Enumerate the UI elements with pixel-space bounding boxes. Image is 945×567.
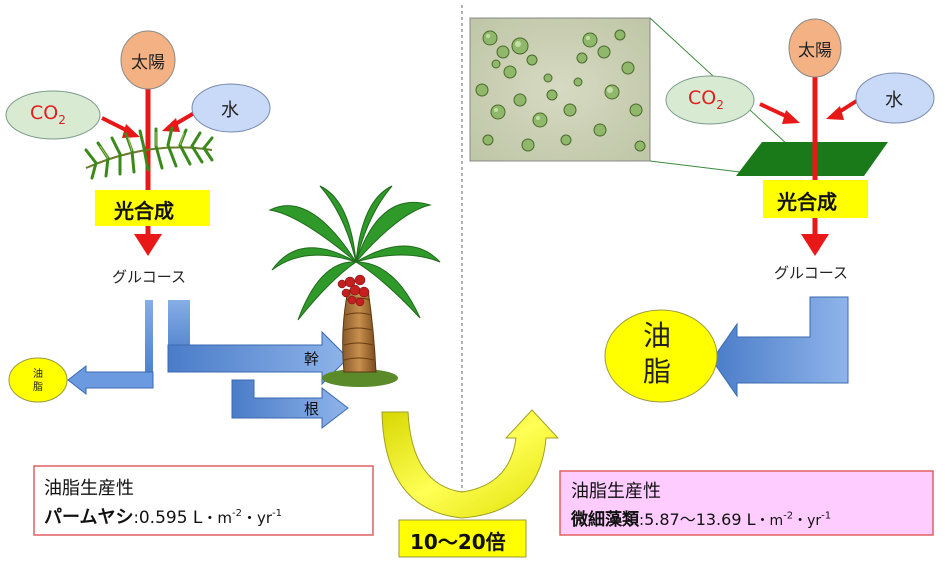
left-productivity-box xyxy=(33,465,374,536)
root-label: 根 xyxy=(304,400,320,418)
right-unit-m-exp: -2 xyxy=(783,510,794,522)
left-sun-label: 太陽 xyxy=(131,53,165,73)
right-oil-circle xyxy=(604,309,718,403)
left-water-ellipse xyxy=(191,83,271,133)
left-productivity-title: 油脂生産性 xyxy=(44,478,134,499)
right-water-label: 水 xyxy=(885,90,903,111)
right-glucose-arrowhead xyxy=(801,234,829,256)
comparison-curve-arrow xyxy=(381,409,560,519)
ratio-label: 10〜20倍 xyxy=(410,530,506,554)
left-oil-circle xyxy=(8,357,68,403)
left-photosynthesis-box xyxy=(95,190,210,226)
ratio-box xyxy=(398,519,527,558)
right-co2-label: CO2 xyxy=(688,87,724,112)
right-species: 微細藻類 xyxy=(571,510,639,530)
right-productivity-box xyxy=(559,470,934,536)
left-co2-ellipse xyxy=(5,90,101,140)
left-water-label: 水 xyxy=(221,100,239,121)
left-sun-circle xyxy=(120,30,176,90)
right-glucose-label: グルコース xyxy=(774,264,848,282)
left-oil-label: 油脂 xyxy=(33,369,43,393)
trunk-label: 幹 xyxy=(304,350,320,368)
right-unit-m: ・m xyxy=(755,513,784,529)
left-co2-label: CO2 xyxy=(30,102,66,127)
left-unit-yr-exp: -1 xyxy=(272,508,283,519)
right-water-ellipse xyxy=(855,72,935,124)
left-unit-m-exp: -2 xyxy=(232,508,243,519)
left-co2-sub: 2 xyxy=(58,112,66,127)
left-value: 0.595 L xyxy=(138,508,203,528)
right-sun-label: 太陽 xyxy=(798,41,832,61)
left-species: パームヤシ xyxy=(44,507,134,528)
left-glucose-arrowhead xyxy=(134,234,162,256)
palm-leaf-icon xyxy=(84,126,214,180)
right-oil-line2: 脂 xyxy=(643,355,672,388)
left-glucose-label: グルコース xyxy=(112,268,186,286)
right-photosynthesis-label: 光合成 xyxy=(777,190,837,214)
left-co2-main: CO xyxy=(30,102,59,124)
microalgae-photo xyxy=(469,17,651,162)
right-sun-circle xyxy=(788,18,842,78)
right-oil-line1: 油 xyxy=(643,319,672,352)
right-unit-yr-exp: -1 xyxy=(821,510,832,522)
left-unit-yr: ・yr xyxy=(242,509,273,527)
right-co2-ellipse xyxy=(665,75,755,125)
algae-leaf-icon xyxy=(736,142,888,176)
right-oil-label: 油脂 xyxy=(643,318,671,390)
palm-tree-icon xyxy=(268,185,441,387)
right-co2-main: CO xyxy=(688,87,717,109)
left-productivity-line: パームヤシ:0.595 L・m-2・yr-1 xyxy=(44,507,283,528)
left-unit-m: ・m xyxy=(202,509,233,527)
right-co2-sub: 2 xyxy=(716,97,724,112)
right-productivity-title: 油脂生産性 xyxy=(571,481,661,502)
right-value: 5.87〜13.69 L xyxy=(644,510,756,529)
left-photosynthesis-label: 光合成 xyxy=(114,199,174,223)
right-glucose-flow xyxy=(711,296,849,398)
right-unit-yr: ・yr xyxy=(793,513,822,529)
right-photosynthesis-box xyxy=(763,180,868,218)
left-glucose-flow xyxy=(67,300,349,430)
right-productivity-line: 微細藻類:5.87〜13.69 L・m-2・yr-1 xyxy=(571,510,832,530)
